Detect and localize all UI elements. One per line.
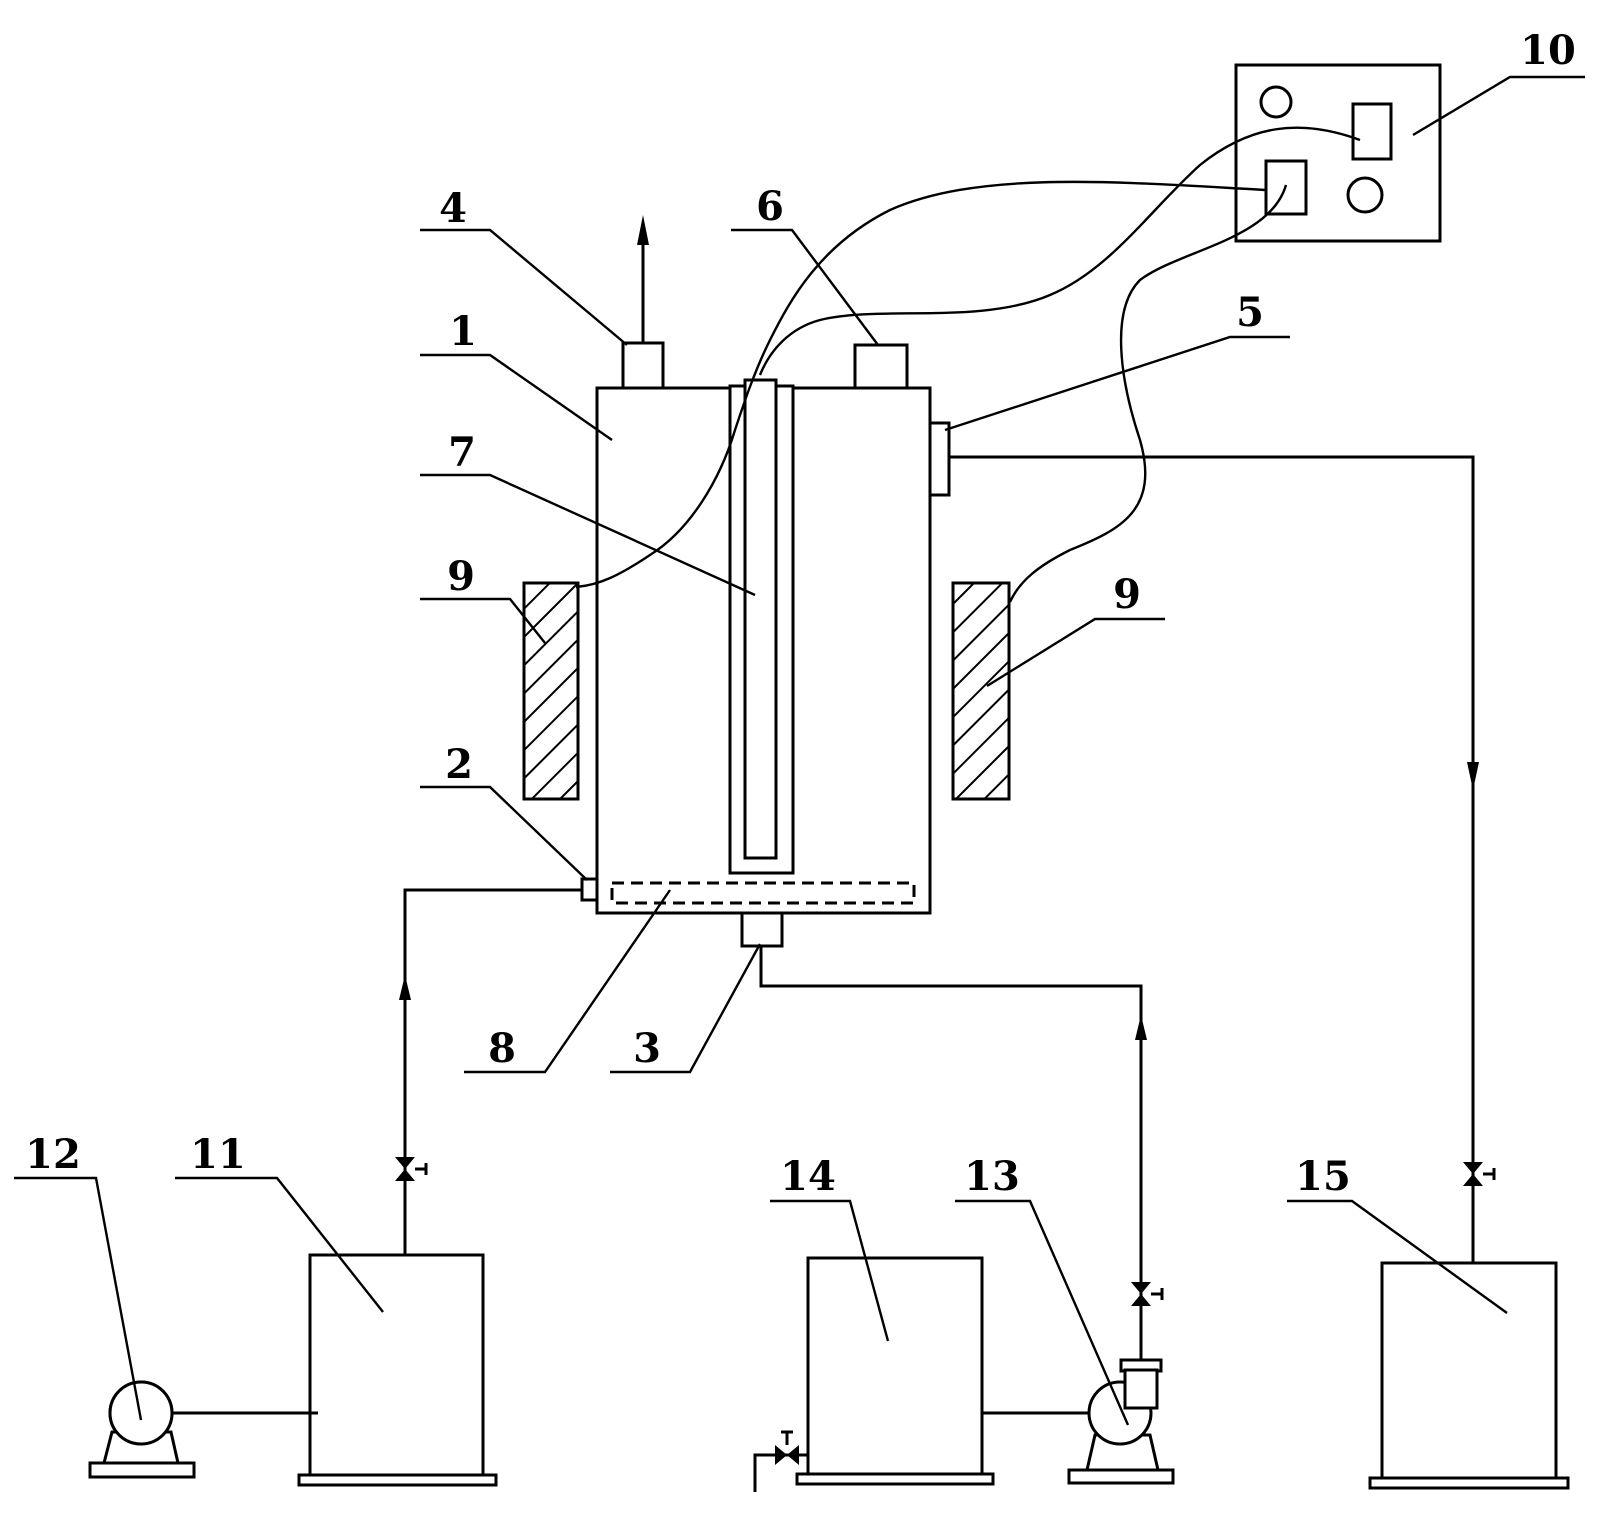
- label-12: 12: [25, 1131, 81, 1178]
- label-8: 8: [488, 1025, 516, 1072]
- gas-outlet-port: [621, 215, 665, 390]
- heater-left: [522, 581, 580, 801]
- top-port: [853, 343, 909, 390]
- label-5: 5: [1236, 289, 1264, 336]
- label-1: 1: [449, 308, 477, 355]
- label-10: 10: [1520, 27, 1576, 74]
- line-from-pump-13: [759, 946, 1164, 1373]
- gas-distributor: [610, 881, 916, 905]
- heater-right: [951, 581, 1011, 801]
- label-11: 11: [190, 1131, 246, 1178]
- label-13: 13: [964, 1153, 1020, 1200]
- label-2: 2: [445, 741, 473, 788]
- label-15: 15: [1295, 1153, 1351, 1200]
- outlet-line-to-tank-15: [949, 455, 1496, 1263]
- control-wires: [575, 126, 1361, 603]
- bottom-side-inlet: [580, 877, 599, 902]
- feed-line-from-tank-11: [395, 888, 582, 1255]
- leader-lines: [14, 75, 1585, 1426]
- part-numbers: 4 6 1 7 9 2 5 9 10 8 3 12 11 14 13 15: [25, 27, 1576, 1200]
- side-outlet-port: [928, 421, 951, 497]
- label-3: 3: [633, 1025, 661, 1072]
- pump-13: [982, 1368, 1175, 1485]
- label-6: 6: [756, 183, 784, 230]
- tank-14: [753, 1256, 995, 1492]
- tank-11: [297, 1253, 498, 1487]
- tank-15: [1368, 1261, 1570, 1490]
- label-7: 7: [448, 429, 476, 476]
- control-box: [1234, 63, 1442, 243]
- pump-12: [88, 1380, 318, 1479]
- label-9-left: 9: [447, 553, 475, 600]
- label-4: 4: [439, 185, 467, 232]
- label-9-right: 9: [1113, 571, 1141, 618]
- label-14: 14: [780, 1153, 836, 1200]
- bottom-port: [740, 911, 784, 948]
- inner-tube: [728, 378, 795, 875]
